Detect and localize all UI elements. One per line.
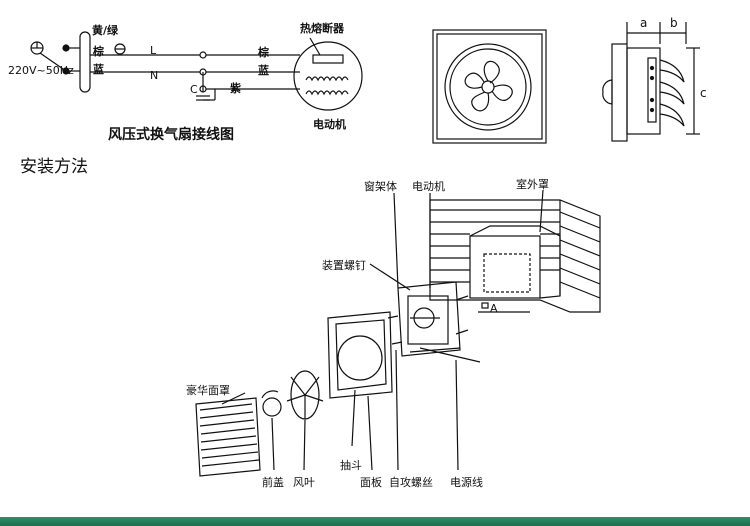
screw-label: 装置螺钉 (322, 259, 366, 272)
fuse-label: 热熔断器 (300, 22, 344, 35)
install-motor-label: 电动机 (412, 180, 445, 193)
neutral-wire-label: 蓝 (93, 63, 104, 76)
blade-label: 风叶 (293, 476, 315, 489)
grille-label: 豪华面罩 (186, 384, 230, 397)
wiring-caption: 风压式换气扇接线图 (108, 127, 234, 143)
out-purple-label: 紫 (230, 82, 241, 95)
out-brown-label: 棕 (258, 46, 269, 59)
dim-c-label: c (700, 86, 707, 100)
out-blue-label: 蓝 (258, 64, 269, 77)
panel-label: 面板 (360, 476, 382, 489)
dim-a-label: a (640, 16, 648, 30)
drawer-label: 抽斗 (340, 459, 362, 472)
fan-front-view (432, 29, 547, 144)
supply-voltage-label: 220V~50Hz (8, 64, 74, 77)
ground-wire-label: 黄/绿 (92, 24, 119, 37)
install-section-title: 安装方法 (20, 157, 88, 177)
wiring-diagram (30, 31, 363, 111)
outer-cover-label: 室外罩 (516, 178, 549, 191)
bottom-accent-bar (0, 517, 750, 526)
power-cord-label: 电源线 (450, 476, 483, 489)
motor-label: 电动机 (313, 118, 346, 131)
fan-side-view (602, 22, 700, 142)
frame-label: 窗架体 (364, 180, 397, 193)
N-label: N (150, 69, 159, 82)
dim-A-label: A (490, 302, 498, 315)
front-cap-label: 前盖 (262, 476, 284, 489)
L-label: L (150, 44, 157, 57)
dim-b-label: b (670, 16, 678, 30)
tapping-screw-label: 自攻螺丝 (389, 476, 433, 489)
installation-view (195, 189, 601, 477)
C-label: C (190, 83, 198, 96)
live-wire-label: 棕 (93, 45, 104, 58)
